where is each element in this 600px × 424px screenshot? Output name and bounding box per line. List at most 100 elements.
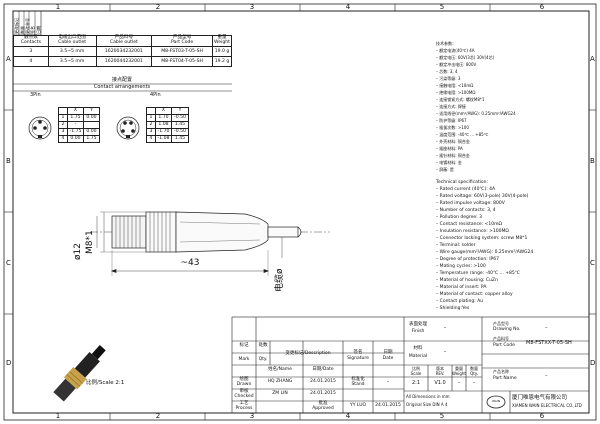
cell: X: [67, 107, 84, 115]
drawing-no-label-cn: 产品型号: [493, 321, 509, 326]
cell: 4: [58, 135, 68, 143]
checked-date: 24.01.2015: [310, 391, 336, 396]
cell: -1.75: [67, 128, 84, 136]
spec-line: – 污染等级: 3: [436, 76, 461, 81]
cell: 2: [58, 121, 68, 129]
cell: 2: [146, 121, 156, 129]
dimension-length: ~43: [180, 258, 200, 268]
units-note-2: Original Size DIN A 4: [406, 402, 448, 407]
process-label-cn: 工艺: [239, 401, 249, 406]
cell: 3: [58, 128, 68, 136]
spec-line: – Mating cycles: >100: [436, 264, 486, 269]
spec-line: 技术参数：: [436, 41, 456, 46]
zone-top-5: 5: [439, 3, 445, 11]
spec-line: – Temperature range: -40℃ ... +85℃: [436, 271, 520, 276]
cell: -: [67, 121, 84, 129]
zone-bottom-4: 4: [345, 412, 351, 420]
spec-line: – Pollution degree: 3: [436, 215, 482, 220]
spec-line: – Insulation resistance: >100MΩ: [436, 229, 509, 234]
part-code-label-en: Part Code: [493, 343, 515, 348]
checked-name: ZM LIN: [272, 391, 288, 396]
cell: 3: [146, 128, 156, 136]
dimension-cable: 电缆ø: [275, 268, 285, 292]
qty-col-label-cn: 处数: [258, 343, 268, 348]
date-col-label-en: Date: [382, 356, 394, 361]
cell: 1: [58, 114, 68, 122]
cell: -1.70: [155, 128, 172, 136]
cell: 1.45: [171, 121, 189, 129]
cell: -0.50: [171, 114, 189, 122]
checked-label-cn: 审核: [239, 389, 249, 394]
part-name-label-en: Part Name: [493, 376, 517, 381]
cell: 4: [13, 56, 49, 67]
cell: 1: [146, 114, 156, 122]
rev-label-en: REV.: [435, 371, 445, 376]
arrangements-title-en: Contact arrangements: [93, 84, 151, 90]
cell: [146, 107, 156, 115]
standard-value: –: [386, 379, 390, 385]
zone-bottom-1: 1: [55, 412, 61, 420]
corner-date-label: 日期: [36, 26, 41, 34]
weight-label-en: Weight: [452, 371, 466, 376]
zone-top-2: 2: [155, 3, 161, 11]
spec-line: – Rated current (40℃): 4A: [436, 187, 496, 192]
mark-label-en: Mark: [238, 357, 250, 362]
qty-value: –: [472, 380, 476, 386]
dimension-dia12: ø12: [73, 243, 83, 260]
spec-line: – Number of contacts: 3, 4: [436, 208, 496, 213]
cell: 3: [13, 46, 49, 57]
description-label: 变更标记/Description: [285, 351, 331, 356]
table-row: 4 3.5~5 mm 1620044232001 M8-FST04-T-05-S…: [13, 56, 233, 67]
cell: 3.5~5 mm: [47, 56, 97, 67]
drawn-name: HQ ZHANG: [267, 379, 293, 384]
cell: M8-FST04-T-05-SH: [151, 56, 213, 67]
scale-note: 比例/Scale 2:1: [86, 380, 125, 386]
cell: 0.00: [67, 135, 84, 143]
material-label-en: Material: [408, 354, 428, 359]
zone-top-1: 1: [55, 3, 61, 11]
spec-line: – Terminal: solder: [436, 243, 476, 248]
spec-line: – 插针材料: 铜合金: [436, 153, 470, 158]
rev-value: V1.0: [434, 380, 446, 386]
pin3-face-icon: [28, 116, 52, 140]
table-row: 3 3.5~5 mm 1620034232001 M8-FST03-T-05-S…: [13, 46, 233, 57]
finish-label-cn: 表面处理: [409, 322, 427, 327]
part-code-value: M8-FSTXX-T-05-SH: [526, 340, 572, 346]
pin4-face-icon: [116, 116, 140, 140]
spec-line: – 连接锁紧方式: 螺纹M8*1: [436, 97, 485, 102]
drawn-date: 24.01.2015: [310, 379, 336, 384]
spec-line: – 芯数: 3, 4: [436, 69, 458, 74]
spec-line: – 防护等级: IP67: [436, 118, 467, 123]
company-name-cn: 厦门唯恩电气有限公司: [512, 395, 568, 401]
part-code-label-cn: 产品料号: [493, 336, 509, 341]
cell: Y: [171, 107, 189, 115]
spec-line: – 插座材料: PA: [436, 146, 463, 151]
spec-line: – Wire gauge(mm²/AWG): 0.25mm²/AWG24: [436, 250, 534, 255]
arrangements-title-cn: 接点配置: [111, 77, 133, 83]
cell: 19.2 g: [211, 56, 233, 67]
approved-label-en: Approved: [312, 406, 334, 411]
pin3-label: 3Pin: [30, 92, 41, 98]
process-label-en: Process: [235, 406, 253, 411]
mark-label-cn: 标记: [239, 343, 249, 348]
spec-line: – 绝缘电阻: >100MΩ: [436, 90, 476, 95]
spec-line: – Material of housing: CuZn: [436, 278, 498, 283]
zone-bottom-6: 6: [539, 412, 545, 420]
cell: 1.70: [155, 114, 172, 122]
zone-right-b: B: [590, 157, 595, 165]
zone-right-d: D: [590, 359, 596, 367]
standard-label-cn: 标准化: [351, 377, 365, 382]
spec-line: – 插拔次数: >100: [436, 125, 469, 130]
finish-label-en: Finish: [411, 329, 425, 334]
logo-text: WAIN: [492, 399, 500, 403]
drawing-no-value: –: [545, 325, 548, 331]
